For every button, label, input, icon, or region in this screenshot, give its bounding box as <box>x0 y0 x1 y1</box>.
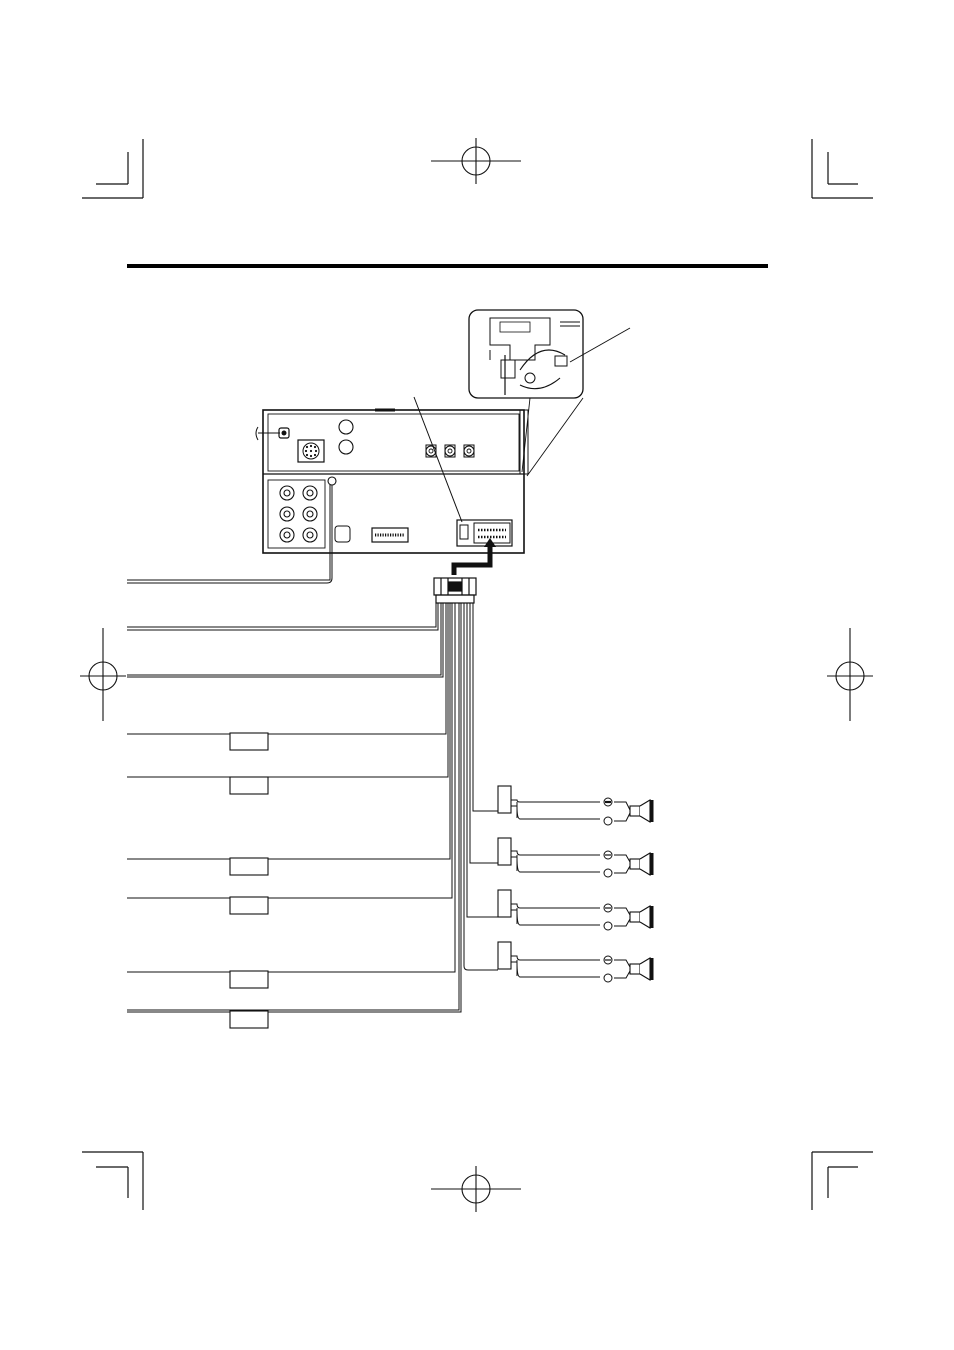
head-unit-rear <box>256 410 528 553</box>
wire-tag <box>230 777 268 794</box>
speaker-channel-3 <box>498 890 652 930</box>
inset-detail <box>469 310 630 476</box>
wire-tag <box>498 786 511 813</box>
left-wires <box>127 485 461 1012</box>
empty-circle-icon <box>604 817 612 825</box>
crop-corner-icon <box>82 1152 143 1210</box>
wire-tag <box>498 890 511 917</box>
speaker-icon <box>630 853 652 875</box>
insert-arrow <box>454 545 490 575</box>
leader-line <box>414 397 462 522</box>
wire-tag <box>230 971 268 988</box>
rca-jack-group-bottom <box>280 486 317 542</box>
speaker-icon <box>630 906 652 928</box>
harness-plug <box>434 578 476 603</box>
changer-port <box>335 526 350 542</box>
antenna-plug-icon <box>256 427 289 440</box>
empty-circle-icon <box>604 869 612 877</box>
wire-tag <box>230 733 268 750</box>
speaker-icon <box>630 800 652 822</box>
wire-tag <box>230 897 268 914</box>
fuse-holder <box>339 440 353 454</box>
crosshair-circle-icon <box>431 1166 521 1212</box>
wire-tags <box>230 733 268 1028</box>
crop-corner-icon <box>812 1152 873 1210</box>
crosshair-circle-icon <box>431 138 521 184</box>
speaker-channel-1 <box>498 786 652 825</box>
wire-tag <box>498 838 511 865</box>
crosshair-circle-icon <box>80 628 126 721</box>
rca-jack-group-top <box>426 445 474 457</box>
wire-tag <box>230 1011 268 1028</box>
speaker-icon <box>630 958 652 980</box>
empty-circle-icon <box>604 922 612 930</box>
wire-tag <box>230 858 268 875</box>
harness-socket <box>457 520 512 546</box>
crop-corner-icon <box>812 139 873 198</box>
ground-terminal <box>328 477 336 485</box>
fuse-holder <box>339 420 353 434</box>
speaker-channel-4 <box>498 942 652 982</box>
wire-tag <box>498 942 511 969</box>
crop-corner-icon <box>82 139 143 198</box>
speaker-channel-2 <box>498 838 652 877</box>
empty-circle-icon <box>604 974 612 982</box>
speaker-wires <box>464 603 498 970</box>
crosshair-circle-icon <box>827 628 873 721</box>
